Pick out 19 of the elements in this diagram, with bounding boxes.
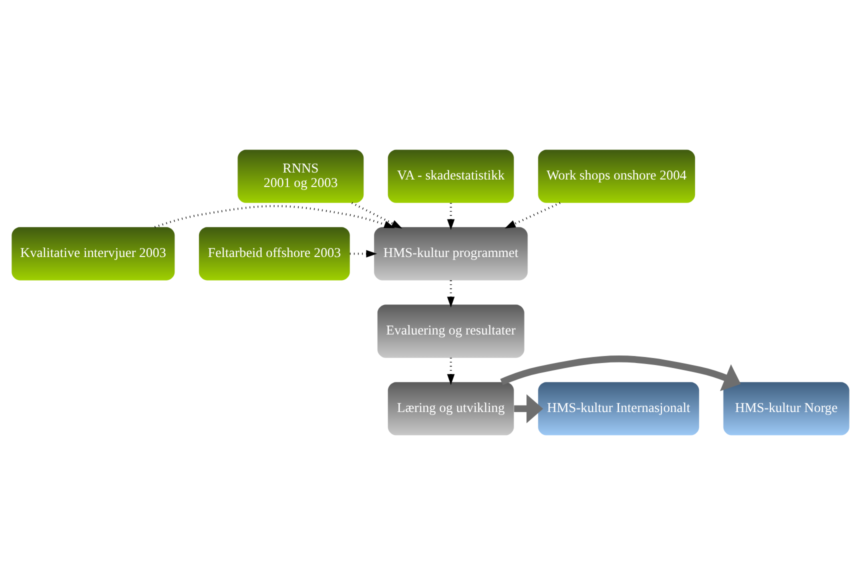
node-box: HMS-kultur Internasjonalt — [538, 382, 700, 436]
arrow — [447, 280, 455, 308]
node-box: RNNS 2001 og 2003 — [238, 150, 364, 203]
node-box: Feltarbeid offshore 2003 — [198, 227, 350, 280]
arrow — [447, 202, 455, 230]
node-box: Kvalitative intervjuer 2003 — [12, 227, 175, 280]
arrow — [514, 394, 544, 424]
arrow — [350, 250, 377, 258]
arrow — [447, 358, 455, 385]
node-box: Læring og utvikling — [388, 382, 514, 436]
node-box: Evaluering og resultater — [377, 304, 524, 358]
arrow — [154, 205, 395, 228]
arrow — [351, 202, 402, 228]
node-box: HMS-kultur Norge — [723, 382, 850, 436]
node-box: Work shops onshore 2004 — [538, 150, 696, 203]
arrow — [504, 202, 560, 228]
node-box: HMS-kultur programmet — [374, 227, 528, 280]
node-box: VA - skadestatistikk — [388, 150, 514, 203]
arrow — [500, 355, 741, 392]
